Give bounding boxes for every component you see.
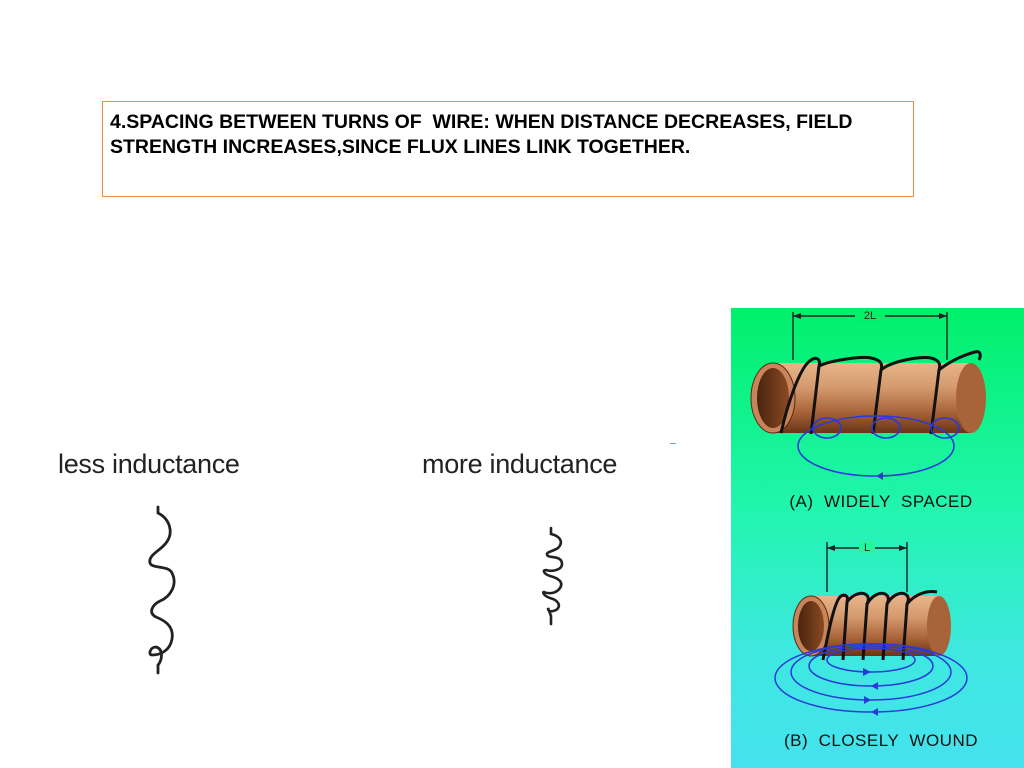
statement-text-box: 4.SPACING BETWEEN TURNS OF WIRE: WHEN DI… [102, 101, 914, 197]
widely-spaced-coil [750, 350, 986, 480]
statement-text: 4.SPACING BETWEEN TURNS OF WIRE: WHEN DI… [110, 111, 858, 158]
coil-comparison-panel: 2L (A) WIDELY SPACED [731, 308, 1024, 768]
widely-spaced-caption: (A) WIDELY SPACED [789, 492, 972, 511]
widely-spaced-dimension-label: 2L [864, 310, 876, 322]
widely-spaced-dimension: 2L [792, 309, 948, 360]
stray-mark [670, 443, 676, 444]
closely-wound-dimension: L [826, 541, 908, 592]
closely-wound-dimension-label: L [864, 542, 870, 554]
closely-wound-caption: (B) CLOSELY WOUND [784, 731, 978, 750]
widely-spaced-coil-symbol [148, 505, 176, 675]
coil-comparison-illustration: 2L (A) WIDELY SPACED [750, 309, 986, 750]
more-inductance-label: more inductance [422, 449, 618, 479]
less-inductance-label: less inductance [58, 449, 240, 479]
closely-wound-coil-symbol [541, 526, 564, 626]
closely-wound-coil [774, 590, 968, 716]
